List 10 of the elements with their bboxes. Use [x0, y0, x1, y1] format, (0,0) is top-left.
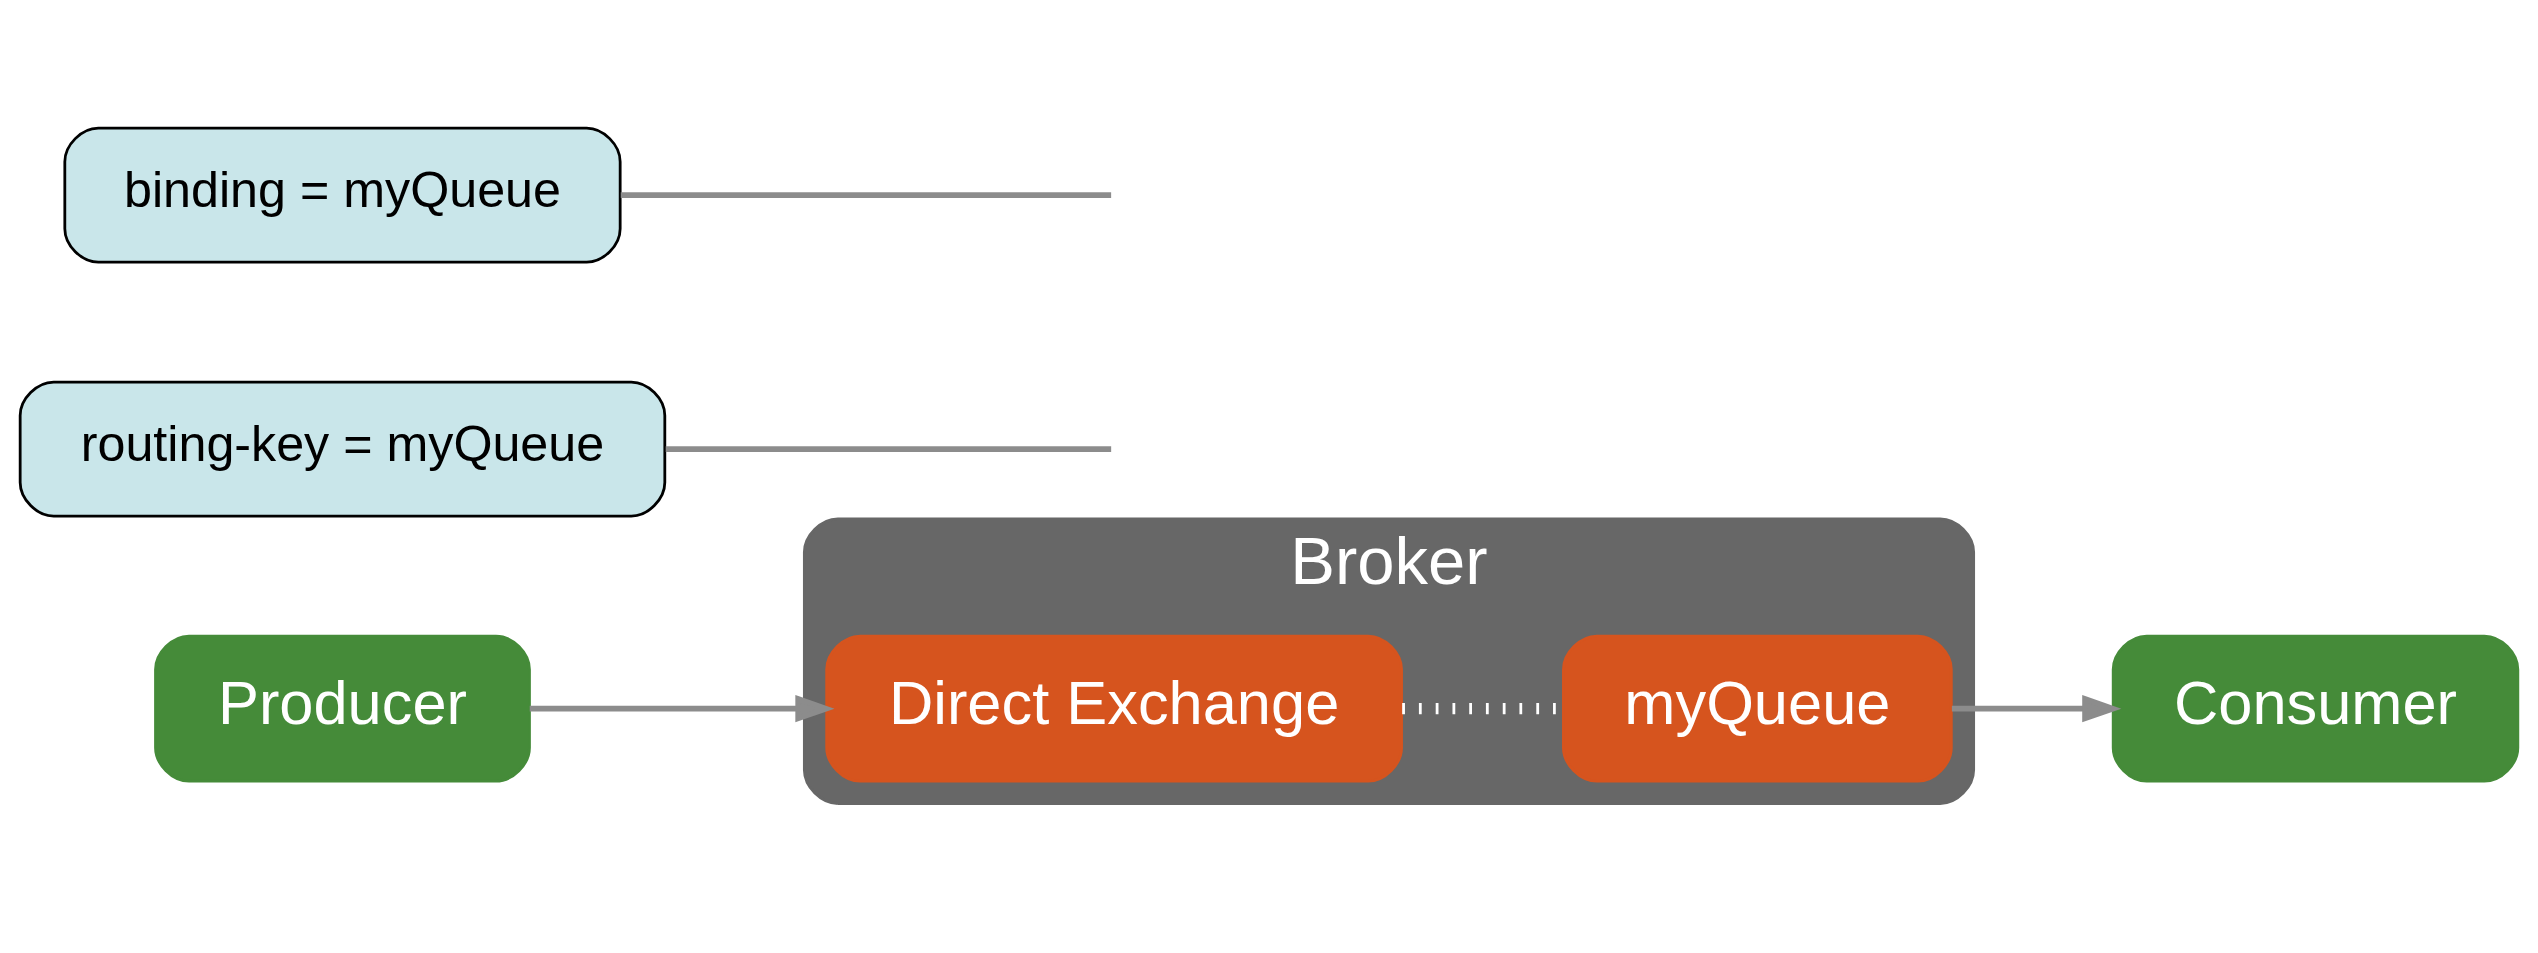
connector: [620, 191, 1112, 198]
arrow: [1951, 694, 2122, 722]
node-box: binding = myQueue: [63, 126, 622, 263]
connector: [665, 445, 1112, 452]
arrow: [529, 694, 835, 722]
node-box: Producer: [154, 634, 531, 783]
node-box: Consumer: [2111, 634, 2520, 783]
node-box: Direct Exchange: [825, 634, 1403, 783]
node-box: routing-key = myQueue: [18, 380, 667, 517]
node-box: myQueue: [1562, 634, 1953, 783]
